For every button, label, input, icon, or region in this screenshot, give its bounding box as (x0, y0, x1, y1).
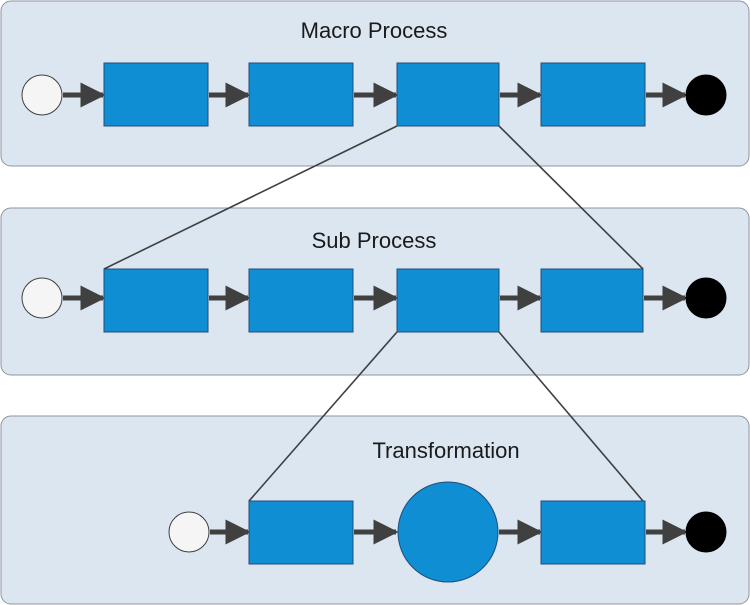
task-box[interactable] (248, 500, 354, 565)
transformation-flow (168, 481, 727, 583)
task-box[interactable] (103, 62, 209, 127)
task-box[interactable] (248, 268, 354, 333)
macro-process-flow (21, 62, 727, 127)
sub-process-flow (21, 268, 727, 333)
lane-title-sub-process: Sub Process (312, 228, 437, 253)
connector-line (498, 125, 644, 270)
start-event-icon[interactable] (21, 277, 63, 319)
end-event-icon[interactable] (685, 74, 727, 116)
task-box[interactable] (540, 500, 646, 565)
connector-line (248, 331, 398, 502)
connector-line (103, 125, 398, 270)
task-box-expanded[interactable] (396, 62, 500, 127)
task-box[interactable] (248, 62, 354, 127)
lane-title-transformation: Transformation (372, 438, 519, 463)
task-box[interactable] (540, 268, 644, 333)
task-box[interactable] (103, 268, 209, 333)
start-event-icon[interactable] (21, 74, 63, 116)
end-event-icon[interactable] (685, 511, 727, 553)
end-event-icon[interactable] (685, 277, 727, 319)
zoom-connectors (103, 125, 644, 502)
circle-node-icon[interactable] (397, 481, 499, 583)
start-event-icon[interactable] (168, 511, 210, 553)
lane-title-macro-process: Macro Process (301, 18, 448, 43)
task-box[interactable] (540, 62, 646, 127)
task-box-expanded[interactable] (396, 268, 500, 333)
connector-line (498, 331, 644, 502)
